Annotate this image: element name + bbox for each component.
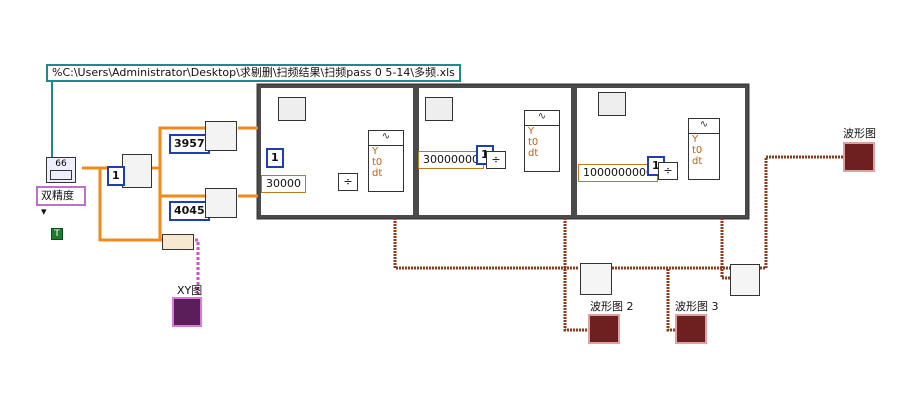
waveform-graph-terminal[interactable] bbox=[843, 142, 875, 172]
xy-graph-terminal[interactable] bbox=[172, 297, 202, 327]
const-1000000000[interactable]: 1000000000 bbox=[578, 164, 658, 182]
waveform-graph-2-terminal[interactable] bbox=[588, 314, 620, 344]
transpose-boolean[interactable]: T bbox=[51, 228, 63, 240]
const-30000000[interactable]: 30000000 bbox=[418, 151, 484, 169]
divide-icon-3[interactable]: ÷ bbox=[658, 162, 678, 180]
waveform-source-icon-2[interactable] bbox=[425, 97, 453, 121]
read-spreadsheet-icon[interactable]: 66 bbox=[46, 157, 76, 183]
build-waveform-icon-3[interactable]: ∿ Y t0 dt bbox=[688, 118, 720, 180]
const-1-index[interactable]: 1 bbox=[107, 166, 125, 186]
const-3957[interactable]: 3957 bbox=[169, 134, 210, 154]
waveform-graph-2-label: 波形图 2 bbox=[590, 300, 634, 313]
waveform-source-icon-3[interactable] bbox=[598, 92, 626, 116]
array-subset-icon-1[interactable] bbox=[205, 121, 237, 151]
file-path-constant[interactable]: %C:\Users\Administrator\Desktop\求剔删\扫频结果… bbox=[46, 64, 461, 82]
build-waveform-icon-1[interactable]: ∿ Y t0 dt bbox=[368, 130, 404, 192]
const-4045[interactable]: 4045 bbox=[169, 201, 210, 221]
bundle-xy-icon[interactable] bbox=[162, 234, 194, 250]
divide-icon-1[interactable]: ÷ bbox=[338, 173, 358, 191]
const-30000[interactable]: 30000 bbox=[261, 175, 306, 193]
const-1-frame1[interactable]: 1 bbox=[266, 148, 284, 168]
index-array-icon[interactable] bbox=[122, 154, 152, 188]
merge-waveform-icon-2[interactable] bbox=[730, 264, 760, 296]
waveform-graph-3-terminal[interactable] bbox=[675, 314, 707, 344]
waveform-source-icon-1[interactable] bbox=[278, 97, 306, 121]
build-waveform-icon-2[interactable]: ∿ Y t0 dt bbox=[524, 110, 560, 172]
divide-icon-2[interactable]: ÷ bbox=[486, 151, 506, 169]
array-subset-icon-2[interactable] bbox=[205, 188, 237, 218]
waveform-graph-label: 波形图 bbox=[843, 127, 876, 140]
xy-graph-label: XY图 bbox=[177, 284, 203, 297]
representation-selector[interactable]: 双精度 ▾ bbox=[36, 186, 86, 218]
selector-label: 双精度 bbox=[41, 189, 74, 202]
merge-waveform-icon-1[interactable] bbox=[580, 263, 612, 295]
waveform-graph-3-label: 波形图 3 bbox=[675, 300, 719, 313]
